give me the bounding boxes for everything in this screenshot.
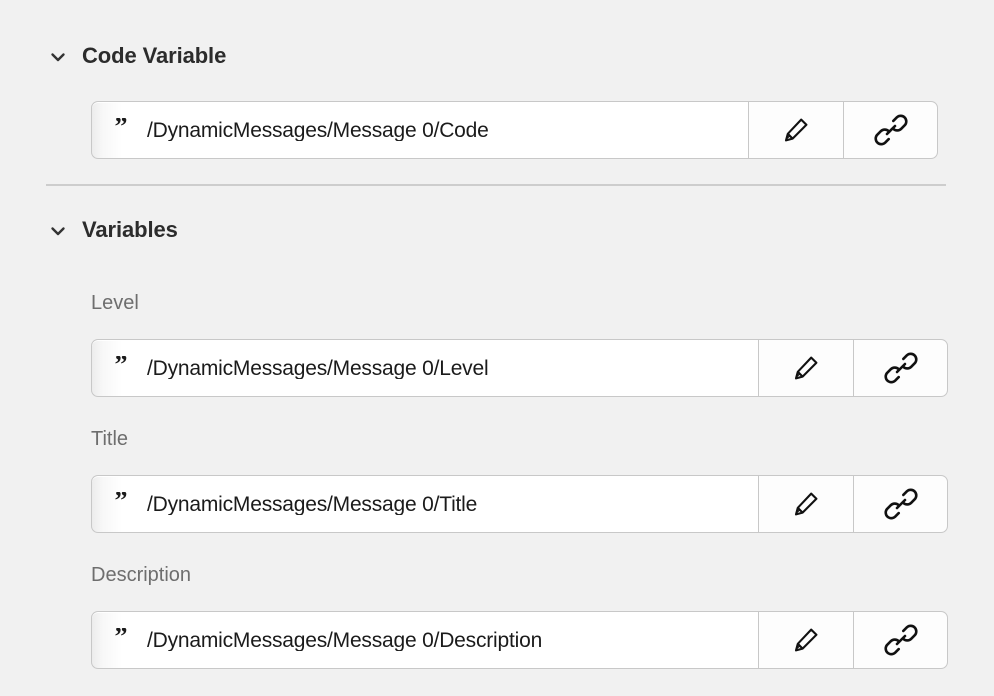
link-button[interactable]	[853, 611, 948, 669]
section-header-code-variable[interactable]: Code Variable	[48, 45, 226, 67]
section-title: Code Variable	[82, 43, 227, 68]
link-button[interactable]	[843, 101, 938, 159]
edit-button[interactable]	[758, 475, 853, 533]
quote-icon: ”	[108, 491, 134, 517]
title-value-text: /DynamicMessages/Message 0/Title	[147, 493, 478, 515]
edit-button[interactable]	[758, 339, 853, 397]
svg-text:”: ”	[115, 118, 128, 141]
quote-icon: ”	[108, 355, 134, 381]
field-row-code: ” /DynamicMessages/Message 0/Code	[91, 101, 938, 159]
field-row-level: ” /DynamicMessages/Message 0/Level	[91, 339, 948, 397]
section-title: Variables	[82, 217, 178, 242]
field-label-title: Title	[91, 428, 129, 450]
field-label-description: Description	[91, 564, 192, 586]
code-value-text: /DynamicMessages/Message 0/Code	[147, 119, 489, 141]
svg-text:”: ”	[115, 492, 128, 515]
code-value-field[interactable]: ” /DynamicMessages/Message 0/Code	[91, 101, 748, 159]
section-header-variables[interactable]: Variables	[48, 219, 178, 241]
field-row-title: ” /DynamicMessages/Message 0/Title	[91, 475, 948, 533]
field-row-description: ” /DynamicMessages/Message 0/Description	[91, 611, 948, 669]
link-button[interactable]	[853, 339, 948, 397]
level-value-field[interactable]: ” /DynamicMessages/Message 0/Level	[91, 339, 758, 397]
chevron-down-icon[interactable]	[48, 221, 68, 241]
level-value-text: /DynamicMessages/Message 0/Level	[147, 357, 489, 379]
chevron-down-icon[interactable]	[48, 47, 68, 67]
link-button[interactable]	[853, 475, 948, 533]
svg-text:”: ”	[115, 628, 128, 651]
quote-icon: ”	[108, 117, 134, 143]
field-label-level: Level	[91, 292, 139, 314]
quote-icon: ”	[108, 627, 134, 653]
edit-button[interactable]	[758, 611, 853, 669]
description-value-text: /DynamicMessages/Message 0/Description	[147, 629, 543, 651]
svg-text:”: ”	[115, 356, 128, 379]
description-value-field[interactable]: ” /DynamicMessages/Message 0/Description	[91, 611, 758, 669]
title-value-field[interactable]: ” /DynamicMessages/Message 0/Title	[91, 475, 758, 533]
section-divider	[46, 184, 946, 186]
edit-button[interactable]	[748, 101, 843, 159]
